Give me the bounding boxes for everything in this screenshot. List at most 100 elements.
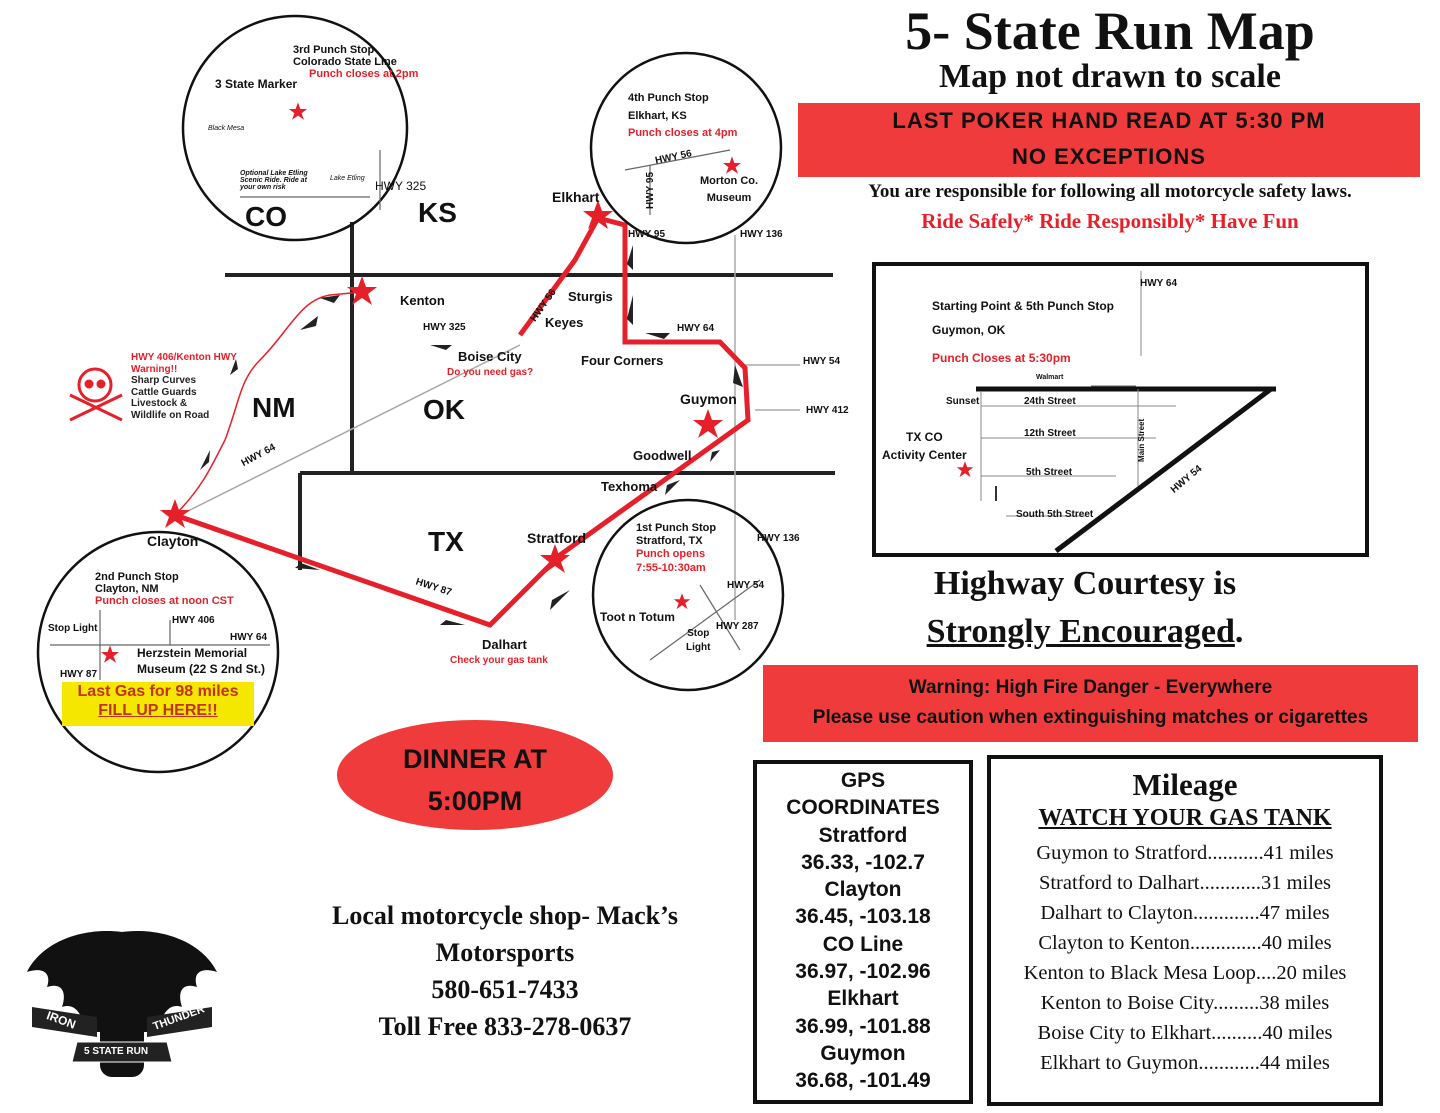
gps-title: COORDINATES [786, 796, 940, 820]
warning-line: Sharp Curves [131, 375, 197, 386]
page-title: 5- State Run Map [905, 1, 1315, 61]
gps-coords: 36.33, -102.7 [801, 850, 925, 874]
warning-title: HWY 406/Kenton HWY [131, 352, 237, 363]
toot-n-totum: Toot n Totum [600, 610, 675, 624]
morton-museum: Morton Co. Museum [700, 173, 758, 206]
punch-stop-label: 3rd Punch Stop [293, 44, 375, 56]
nm-hwy-64: HWY 64 [230, 632, 268, 643]
guymon-streets [976, 271, 1276, 553]
tx-stop-light: Stop Light [686, 627, 710, 655]
punch-time: Punch opens [636, 548, 706, 561]
fire-warning: Warning: High Fire Danger - Everywhere P… [763, 665, 1418, 742]
inset-circles [36, 14, 785, 774]
co-hwy-325: HWY 325 [375, 179, 427, 193]
dinner-time: 5:00PM [427, 786, 523, 816]
town-boise-city: Boise City [458, 349, 522, 364]
nm-inset-header: 2nd Punch Stop Clayton, NM Punch closes … [95, 571, 234, 607]
poker-notice: LAST POKER HAND READ AT 5:30 PM NO EXCEP… [798, 103, 1420, 177]
shop-tollfree: Toll Free 833-278-0637 [378, 1012, 632, 1041]
road-warning: HWY 406/Kenton HWY Warning!! Sharp Curve… [131, 352, 237, 421]
last-gas-banner: Last Gas for 98 miles FILL UP HERE!! [62, 682, 254, 726]
museum-line: Museum (22 S 2nd St.) [137, 661, 266, 676]
courtesy-period: . [1234, 613, 1244, 650]
mileage-title: Mileage [1132, 767, 1238, 802]
dinner-badge: DINNER AT 5:00PM [337, 720, 613, 830]
gps-location-name: Elkhart [827, 987, 899, 1011]
mileage-row: Boise City to Elkhart..........40 miles [1037, 1022, 1333, 1044]
motto: Ride Safely* Ride Responsibly* Have Fun [921, 209, 1299, 233]
inset-roads [50, 149, 761, 680]
mileage-row: Clayton to Kenton..............40 miles [1038, 932, 1332, 954]
page-subtitle: Map not drawn to scale [939, 58, 1281, 95]
punch-time: Punch Closes at 5:30pm [932, 351, 1071, 365]
town-sturgis: Sturgis [568, 289, 613, 304]
ks-hwy-95: HWY 95 [645, 171, 657, 210]
24th-street: 24th Street [1024, 396, 1076, 407]
direction-arrows [200, 245, 743, 625]
town-elkhart: Elkhart [552, 189, 600, 205]
gps-location-name: Guymon [820, 1041, 906, 1065]
punch-stop-label: 1st Punch Stop [636, 522, 717, 534]
shop-info: Local motorcycle shop- Mack’s Motorsport… [270, 897, 740, 1045]
south-5th-street: South 5th Street [1016, 509, 1094, 520]
herzstein-museum: Herzstein Memorial Museum (22 S 2nd St.) [137, 646, 265, 677]
tx-hwy-287: HWY 287 [716, 621, 759, 632]
museum-line: Herzstein Memorial [137, 646, 248, 660]
walmart: Walmart [1036, 374, 1064, 381]
eagle-wings-icon [27, 931, 217, 1077]
gps-location-name: CO Line [822, 932, 904, 956]
shop-name: Local motorcycle shop- Mack’s [332, 901, 678, 930]
dinner-line: DINNER AT [403, 744, 547, 774]
state-ks: KS [418, 197, 457, 228]
guymon-header: Starting Point & 5th Punch Stop Guymon, … [932, 294, 1114, 370]
mileage-row: Kenton to Black Mesa Loop....20 miles [1023, 962, 1347, 984]
town-four-corners: Four Corners [581, 353, 664, 368]
punch-stop-label: Starting Point & 5th Punch Stop [932, 299, 1114, 313]
courtesy-line2: Strongly Encouraged [926, 613, 1235, 650]
three-state-marker: 3 State Marker [215, 77, 298, 91]
txco-line: TX CO [906, 430, 943, 444]
safety-notice: You are responsible for following all mo… [868, 181, 1352, 202]
logo-5-state-run: 5 STATE RUN [84, 1046, 149, 1057]
nm-hwy-406: HWY 406 [172, 615, 215, 626]
black-mesa: Black Mesa [208, 125, 245, 132]
star-icons [101, 102, 974, 663]
punch-time: Punch closes at 2pm [309, 68, 419, 81]
location-label: Stratford, TX [636, 535, 703, 548]
hwy-95: HWY 95 [628, 229, 666, 240]
skull-icon [69, 367, 123, 422]
stop-light: Stop Light [48, 623, 98, 634]
state-co: CO [245, 201, 287, 232]
punch-time: 7:55-10:30am [636, 561, 706, 574]
courtesy-line1: Highway Courtesy is [933, 565, 1237, 602]
courtesy-line2-wrap: Strongly Encouraged. [850, 613, 1320, 651]
12th-street: 12th Street [1024, 428, 1076, 439]
hwy-412: HWY 412 [806, 405, 849, 416]
town-goodwell: Goodwell [633, 448, 692, 463]
gps-coords: 36.68, -101.49 [795, 1069, 931, 1093]
txco-activity-center: TX CO Activity Center [882, 428, 967, 464]
hwy-136-tx: HWY 136 [757, 533, 800, 544]
punch-stop-label: 2nd Punch Stop [95, 571, 179, 583]
town-dalhart: Dalhart [482, 637, 527, 652]
warning-line: Cattle Guards [131, 386, 197, 398]
fire-line: Warning: High Fire Danger - Everywhere [908, 677, 1273, 698]
state-borders [225, 222, 835, 570]
shop-phone: 580-651-7433 [431, 975, 579, 1004]
iron-thunder-logo: IRON THUNDER 5 STATE RUN [22, 922, 222, 1087]
nm-hwy-87: HWY 87 [60, 669, 98, 680]
main-street: Main Street [1137, 418, 1147, 462]
state-ok: OK [423, 394, 465, 425]
warning-line: Livestock & [131, 398, 188, 409]
location-label: Guymon, OK [932, 323, 1006, 337]
mileage-row: Stratford to Dalhart............31 miles [1038, 872, 1332, 894]
location-label: Clayton, NM [95, 583, 159, 596]
location-label: Colorado State Line [293, 56, 397, 69]
town-keyes: Keyes [545, 315, 584, 330]
dalhart-note: Check your gas tank [450, 655, 548, 666]
guymon-inset: Starting Point & 5th Punch Stop Guymon, … [872, 262, 1369, 557]
gps-title: GPS [840, 769, 886, 792]
punch-stop-label: 4th Punch Stop [628, 92, 709, 104]
route-line [174, 215, 751, 628]
